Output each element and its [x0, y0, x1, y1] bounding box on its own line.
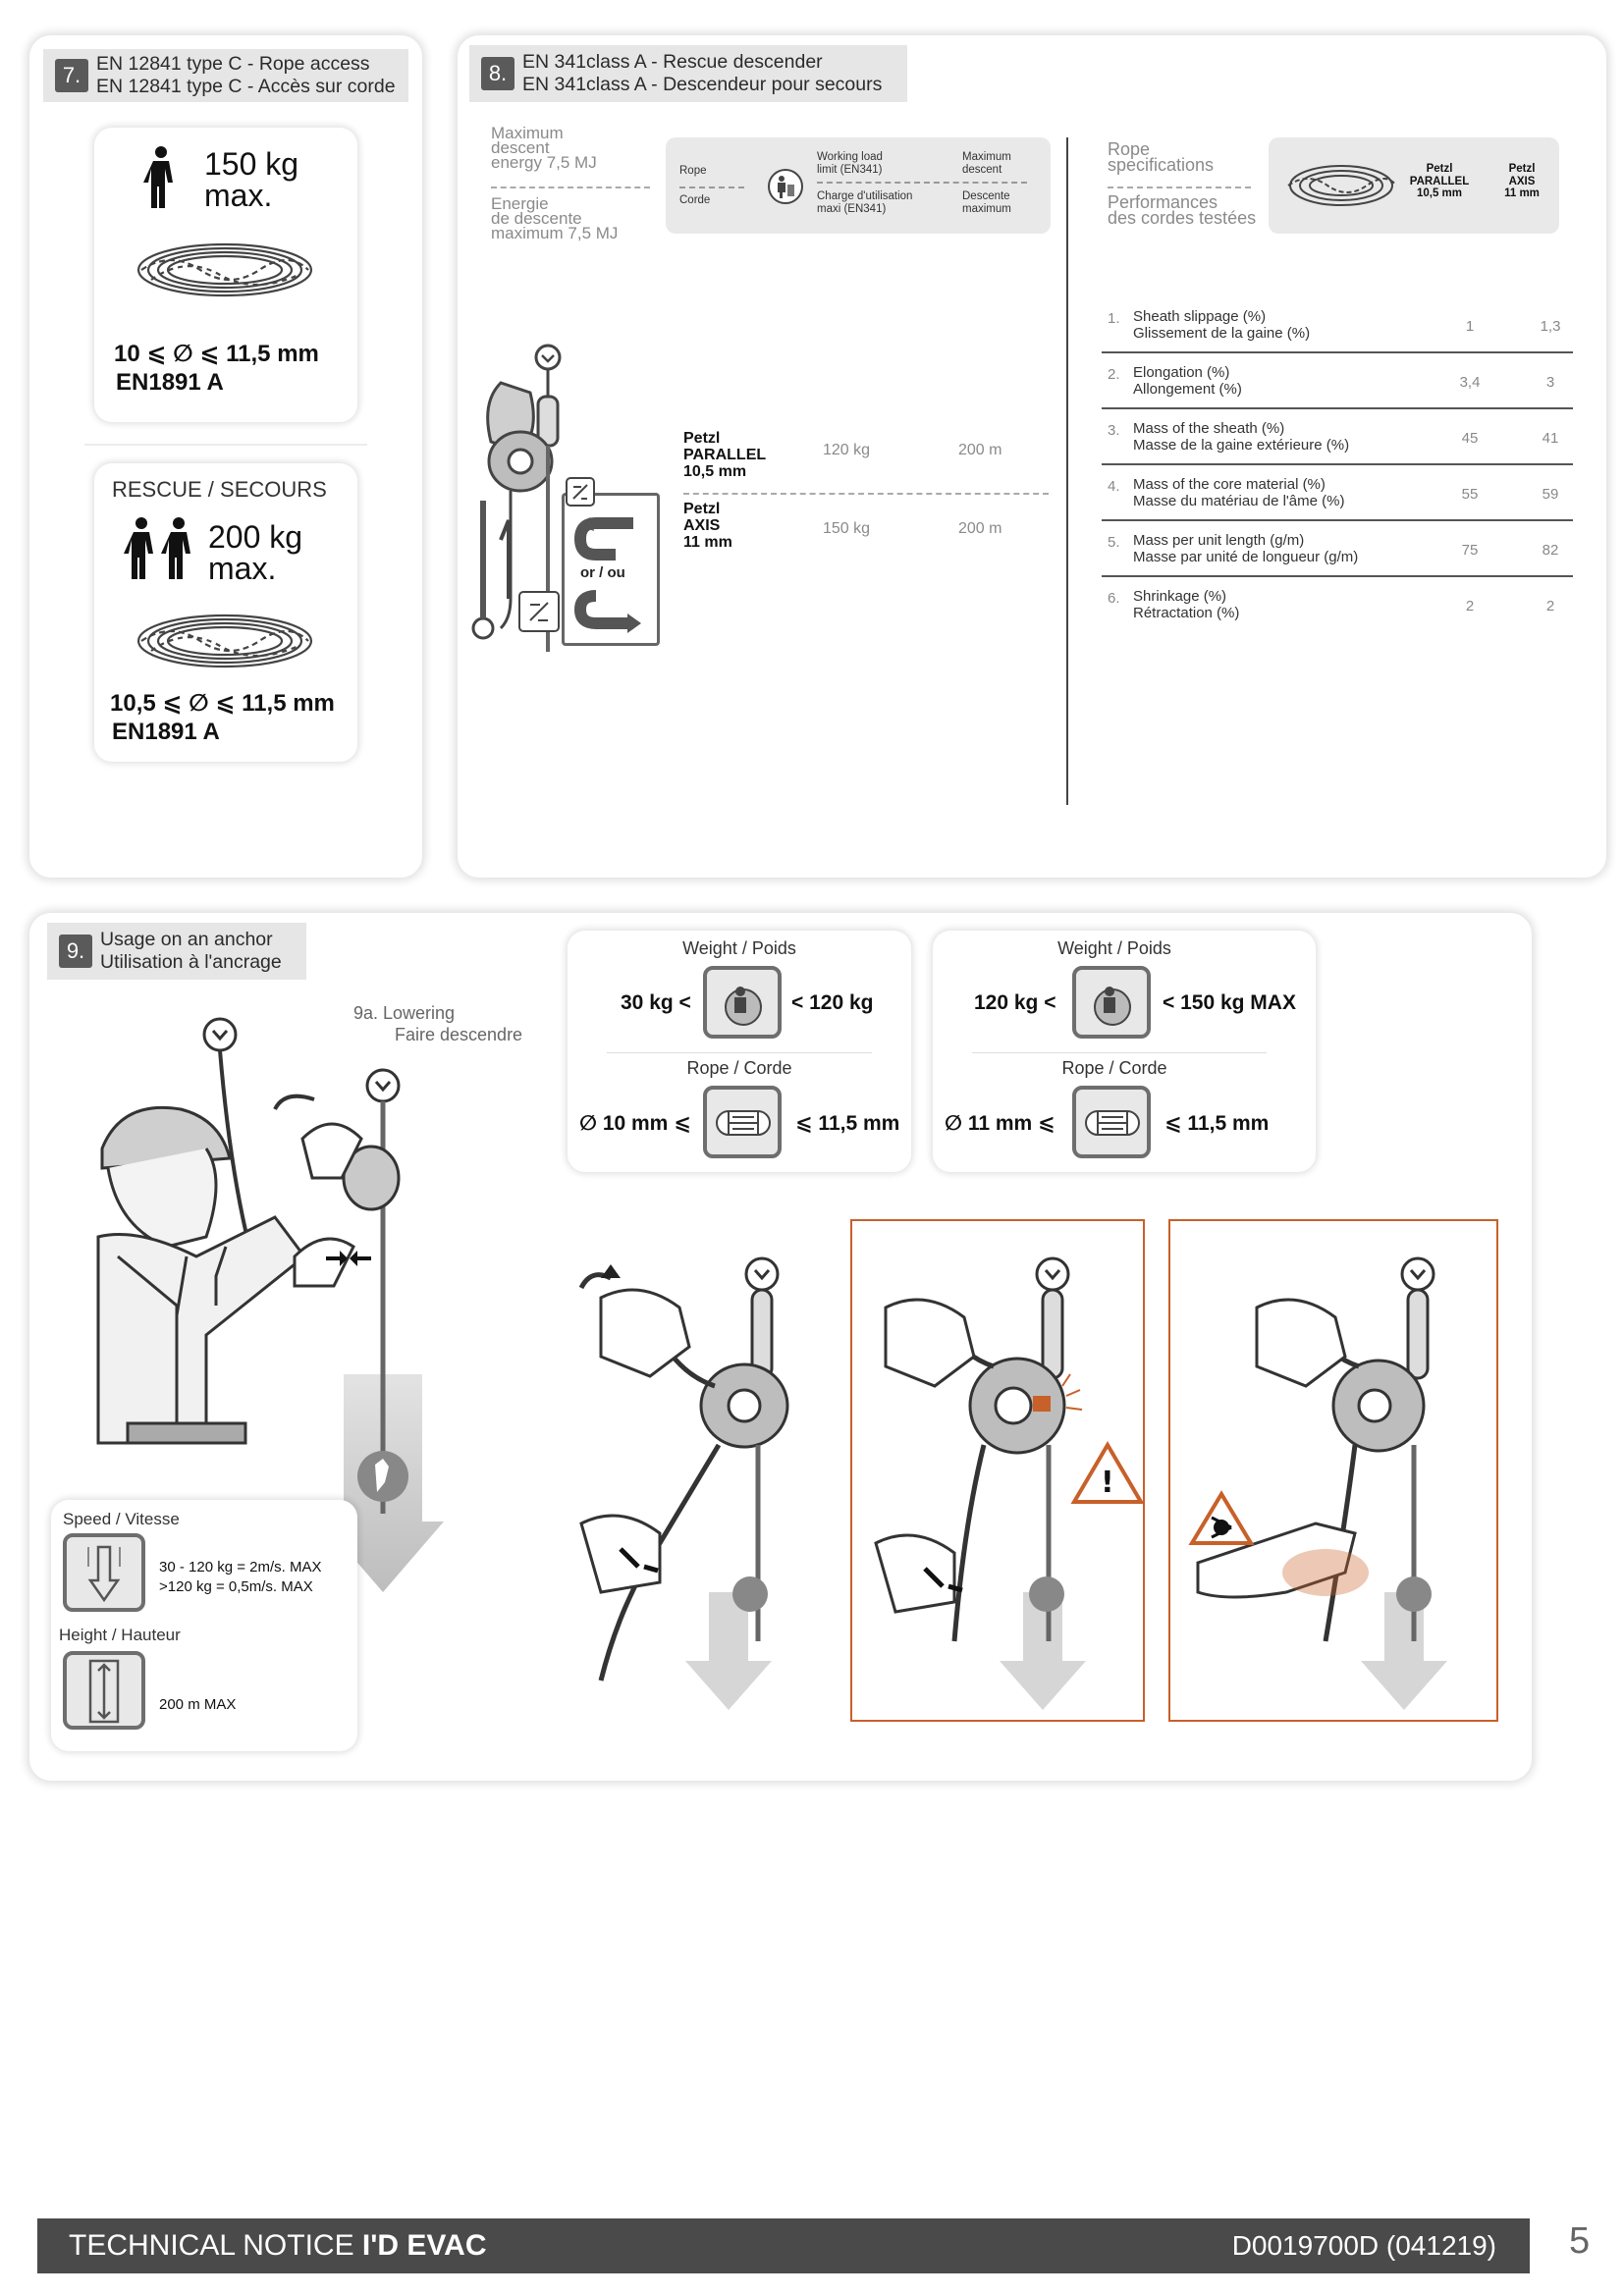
rope-max: ⩽ 11,5 mm	[1164, 1112, 1270, 1135]
max-descent: 200 m	[958, 442, 1002, 458]
rope-title: Rope / Corde	[686, 1058, 792, 1078]
rope-access-card: 150 kg max. 10 ⩽ ∅ ⩽ 11,5 mm EN1891 A	[94, 128, 357, 422]
speed-value-2: >120 kg = 0,5m/s. MAX	[159, 1578, 313, 1595]
footer-bar: TECHNICAL NOTICE I'D EVAC D0019700D (041…	[37, 2218, 1530, 2273]
rope-norm: EN1891 A	[116, 369, 224, 396]
weight-max: < 150 kg MAX	[1163, 991, 1296, 1014]
speed-icon	[63, 1533, 145, 1612]
weight-rope-box-1: Weight / Poids 30 kg < < 120 kg Rope / C…	[568, 931, 911, 1172]
or-label: or / ou	[580, 564, 625, 581]
lowering-fr: Faire descendre	[395, 1025, 523, 1044]
speed-value-1: 30 - 120 kg = 2m/s. MAX	[159, 1559, 322, 1575]
weight-min: 30 kg <	[621, 991, 691, 1014]
rope-direction-icon	[566, 477, 595, 507]
speed-height-card: Speed / Vitesse 30 - 120 kg = 2m/s. MAX …	[51, 1500, 357, 1751]
rope-direction-icon	[518, 591, 560, 632]
section-number: 7.	[55, 59, 88, 92]
rescue-rope-norm: EN1891 A	[112, 719, 220, 745]
section-number: 9.	[59, 934, 92, 968]
rope-min: ∅ 10 mm ⩽	[579, 1112, 691, 1135]
svg-text:!: !	[1101, 1466, 1114, 1500]
lowering-step-3-illustration	[1188, 1256, 1447, 1710]
rope-coil-icon	[1287, 165, 1397, 206]
spec-row-3: 3. Mass of the sheath (%)Masse de la gai…	[1102, 410, 1573, 465]
rope-coil-icon	[136, 242, 313, 297]
rescue-diameter-range: 10,5 ⩽ ∅ ⩽ 11,5 mm	[110, 690, 335, 717]
document-reference: D0019700D (041219)	[1231, 2230, 1496, 2261]
height-icon	[63, 1651, 145, 1730]
weight-min: 120 kg <	[974, 991, 1056, 1014]
two-persons-icon	[124, 517, 190, 579]
spec-row-1: 1. Sheath slippage (%)Glissement de la g…	[1102, 298, 1573, 353]
weight-title: Weight / Poids	[682, 938, 796, 958]
rope-title: Rope / Corde	[1061, 1058, 1167, 1078]
rescue-max-label: max.	[208, 551, 277, 586]
height-value: 200 m MAX	[159, 1696, 237, 1713]
lowering-step-1-illustration	[578, 1256, 789, 1710]
spec-row-4: 4. Mass of the core material (%)Masse du…	[1102, 466, 1573, 521]
speed-title: Speed / Vitesse	[63, 1510, 180, 1528]
load-person-icon	[768, 169, 803, 204]
vertical-divider	[1066, 137, 1068, 805]
step-2-frame	[850, 1219, 1145, 1722]
rescue-max-load: 200 kg	[208, 519, 303, 555]
weight-rope-box-2: Weight / Poids 120 kg < < 150 kg MAX Rop…	[933, 931, 1316, 1172]
step-3-frame	[1168, 1219, 1498, 1722]
height-title: Height / Hauteur	[59, 1626, 181, 1644]
weight-title: Weight / Poids	[1057, 938, 1171, 958]
rope-coil-icon	[136, 614, 313, 668]
divider	[84, 444, 367, 446]
working-load: 150 kg	[823, 520, 871, 537]
rope-diameter-icon	[1072, 1086, 1151, 1158]
rescue-title: RESCUE / SECOURS	[112, 477, 327, 502]
or-ou-box: or / ou	[562, 493, 660, 646]
rope-hook-bottom-icon	[573, 590, 641, 633]
lowering-step-2-illustration: !	[874, 1256, 1145, 1710]
descender-rope-illustration	[471, 344, 562, 652]
working-load: 120 kg	[823, 442, 871, 458]
rescue-card: RESCUE / SECOURS 200 kg max. 10,5 ⩽ ∅ ⩽ …	[94, 463, 357, 762]
max-descent: 200 m	[958, 520, 1002, 537]
max-label: max.	[204, 178, 273, 213]
operator-lowering-illustration	[96, 1017, 444, 1592]
diameter-range: 10 ⩽ ∅ ⩽ 11,5 mm	[114, 341, 319, 367]
max-load-value: 150 kg	[204, 146, 299, 182]
rope-min: ∅ 11 mm ⩽	[945, 1112, 1056, 1135]
single-person-icon	[143, 146, 173, 208]
rope-max: ⩽ 11,5 mm	[795, 1112, 900, 1135]
device-load-icon	[703, 966, 782, 1039]
rope-hook-top-icon	[573, 517, 633, 561]
device-load-icon	[1072, 966, 1151, 1039]
page-number: 5	[1569, 2220, 1591, 2262]
weight-max: < 120 kg	[791, 991, 874, 1014]
section-number: 8.	[481, 57, 514, 90]
notice-title: TECHNICAL NOTICE I'D EVAC	[69, 2229, 487, 2262]
rope-diameter-icon	[703, 1086, 782, 1158]
lowering-en: 9a. Lowering	[353, 1003, 456, 1023]
spec-row-5: 5. Mass per unit length (g/m)Masse par u…	[1102, 522, 1573, 577]
